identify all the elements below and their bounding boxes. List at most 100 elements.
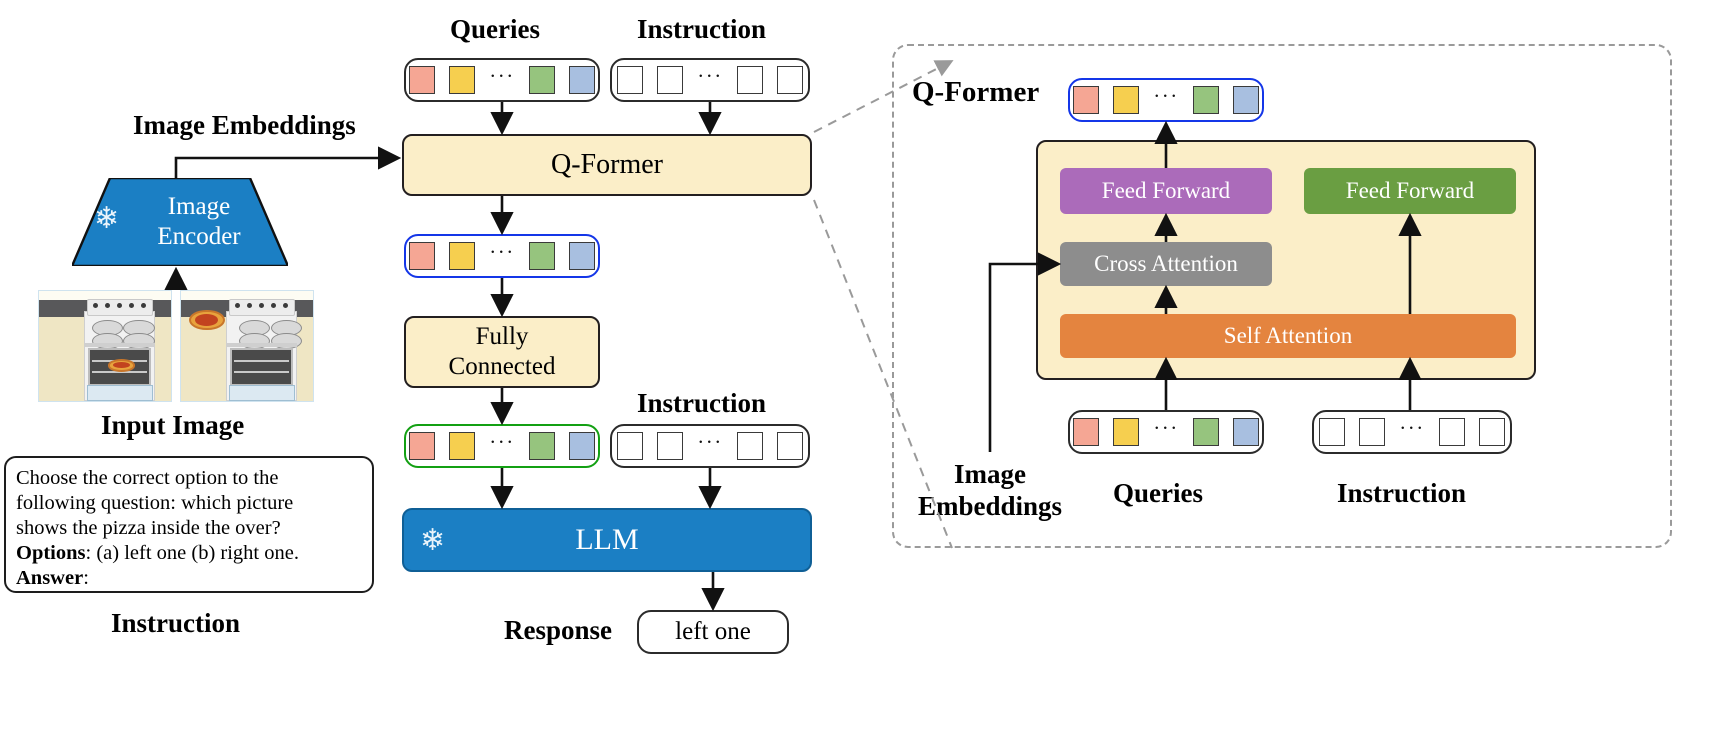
llm-block[interactable]: ❄ LLM (402, 508, 812, 572)
input-image-caption: Input Image (101, 410, 245, 440)
query-token (528, 242, 555, 270)
image-encoder-label: Image Encoder (144, 192, 254, 252)
oven-cavity (87, 348, 152, 386)
snowflake-icon: ❄ (420, 524, 446, 557)
oven-rack (234, 370, 289, 373)
ellipsis: ··· (489, 64, 515, 88)
cabinet-right (155, 317, 171, 401)
query-token (409, 242, 436, 270)
input-photo-right[interactable] (180, 290, 314, 402)
instruction-token-strip-top[interactable]: ··· (610, 58, 810, 102)
oven-cavity (229, 348, 294, 386)
qformer-block[interactable]: Q-Former (402, 134, 812, 196)
qformer-label: Q-Former (551, 149, 663, 180)
pizza-on-counter (188, 309, 225, 331)
query-token (528, 66, 555, 94)
options-label: Options (16, 542, 86, 564)
instruction-label-top: Instruction (637, 14, 767, 44)
instruction-token (736, 432, 763, 460)
oven-drawer (228, 384, 295, 401)
self-attention-block[interactable]: Self Attention (1060, 314, 1516, 358)
query-token (1232, 418, 1259, 446)
image-encoder-block[interactable]: ❄ Image Encoder (70, 176, 290, 268)
queries-label-top: Queries (450, 14, 540, 44)
qformer-output-token-strip[interactable]: ··· (404, 234, 600, 278)
instruction-token-strip-mid[interactable]: ··· (610, 424, 810, 468)
panel-image-embeddings-label: Image Embeddings (908, 458, 1072, 522)
ellipsis: ··· (697, 64, 723, 88)
instruction-line3: shows the pizza inside the over? (16, 517, 281, 539)
oven-handle (225, 342, 298, 347)
instruction-token (617, 432, 644, 460)
panel-instruction-token-strip[interactable]: ··· (1312, 410, 1512, 454)
feed-forward-left-label: Feed Forward (1101, 178, 1231, 203)
query-token (449, 242, 476, 270)
projected-token-strip[interactable]: ··· (404, 424, 600, 468)
instruction-token (1478, 418, 1505, 446)
query-token (409, 432, 436, 460)
instruction-token (1319, 418, 1346, 446)
instruction-card[interactable]: Choose the correct option to the followi… (4, 456, 374, 593)
oven-rack (234, 360, 289, 363)
oven-rack (92, 370, 147, 373)
answer-label: Answer (16, 567, 84, 589)
image-encoder-line2: Encoder (157, 223, 241, 250)
feed-forward-left-block[interactable]: Feed Forward (1060, 168, 1272, 214)
fully-connected-line1: Fully (475, 323, 529, 350)
image-embeddings-label: Image Embeddings (133, 110, 356, 140)
instruction-token (776, 432, 803, 460)
instruction-caption: Instruction (111, 608, 241, 638)
query-token (568, 432, 595, 460)
instruction-label-mid: Instruction (637, 388, 767, 418)
panel-output-token-strip[interactable]: ··· (1068, 78, 1264, 122)
instruction-token (657, 432, 684, 460)
fully-connected-block[interactable]: Fully Connected (404, 316, 600, 388)
instruction-token (1438, 418, 1465, 446)
query-token (1073, 418, 1100, 446)
query-token (1113, 418, 1140, 446)
panel-image-embeddings-line2: Embeddings (917, 491, 1063, 521)
options-text: : (a) left one (b) right one. (85, 542, 299, 564)
pizza-inside-oven (107, 358, 136, 372)
instruction-answer-row: Answer: (16, 566, 362, 591)
ellipsis: ··· (1399, 416, 1425, 440)
cross-attention-label: Cross Attention (1094, 251, 1238, 276)
panel-title: Q-Former (912, 76, 1040, 108)
input-photo-left[interactable] (38, 290, 172, 402)
feed-forward-right-label: Feed Forward (1345, 178, 1475, 203)
query-token (449, 66, 476, 94)
instruction-token (617, 66, 644, 94)
image-encoder-line1: Image (167, 193, 231, 220)
query-token (528, 432, 555, 460)
response-label: Response (504, 615, 613, 645)
ellipsis: ··· (489, 240, 515, 264)
query-token (1113, 86, 1140, 114)
feed-forward-right-block[interactable]: Feed Forward (1304, 168, 1516, 214)
query-token (1192, 418, 1219, 446)
instruction-token (1359, 418, 1386, 446)
instruction-line1: Choose the correct option to the (16, 467, 279, 489)
query-token (568, 66, 595, 94)
fully-connected-line2: Connected (448, 353, 556, 380)
knobs (231, 303, 292, 309)
instruction-options-row: Options: (a) left one (b) right one. (16, 541, 362, 566)
ellipsis: ··· (489, 430, 515, 454)
cross-attention-block[interactable]: Cross Attention (1060, 242, 1272, 286)
instruction-line2: following question: which picture (16, 492, 294, 514)
ellipsis: ··· (1153, 84, 1179, 108)
panel-queries-token-strip[interactable]: ··· (1068, 410, 1264, 454)
oven-handle (83, 342, 156, 347)
ellipsis: ··· (1153, 416, 1179, 440)
instruction-token (736, 66, 763, 94)
cabinet (181, 317, 227, 401)
ellipsis: ··· (697, 430, 723, 454)
knobs (89, 303, 150, 309)
instruction-token (657, 66, 684, 94)
panel-queries-label: Queries (1113, 478, 1203, 508)
query-token (409, 66, 436, 94)
query-token (568, 242, 595, 270)
response-box[interactable]: left one (637, 610, 789, 654)
queries-token-strip-top[interactable]: ··· (404, 58, 600, 102)
query-token (1192, 86, 1219, 114)
snowflake-icon: ❄ (94, 202, 120, 235)
